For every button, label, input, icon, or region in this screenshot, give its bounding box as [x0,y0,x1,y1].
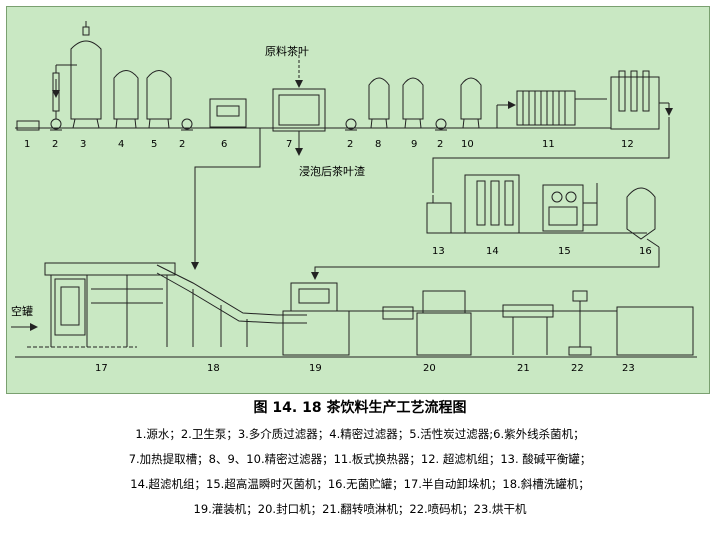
precision-filter-10 [460,77,482,129]
source-water [16,120,40,131]
figure-caption: 图 14. 18 茶饮料生产工艺流程图 [253,400,467,416]
aseptic-tank [626,187,660,248]
depalletizer [11,262,176,348]
number-label: 8 [375,139,381,150]
number-label: 3 [80,139,86,150]
acid-base-tank [426,195,452,234]
number-label: 5 [151,139,157,150]
number-label: 1 [24,139,30,150]
seaming-machine [382,290,472,356]
plate-heat-exchanger [496,90,607,128]
pipeline-branch [191,128,261,270]
precision-filter-9 [402,77,424,129]
number-label: 19 [309,363,322,374]
empty-cans-label: 空罐 [11,304,33,318]
precision-filter-4 [113,70,139,129]
filling-machine [282,282,350,356]
number-label: 22 [571,363,584,374]
dryer [616,306,694,356]
sanitary-pump-3 [345,118,357,131]
number-label: 10 [461,139,474,150]
carbon-filter [146,70,172,129]
inkjet-coder [568,290,592,356]
number-label: 4 [118,139,124,150]
ultrafiltration-unit-14 [464,174,520,234]
number-label: 17 [95,363,108,374]
number-label: 7 [286,139,292,150]
figure-legend: 1.源水；2.卫生泵；3.多介质过滤器；4.精密过滤器；5.活性炭过滤器;6.紫… [10,422,710,522]
number-label: 18 [207,363,220,374]
legend-line: 7.加热提取槽；8、9、10.精密过滤器；11.板式换热器；12. 超滤机组；1… [128,452,592,466]
spent-leaves-label: 浸泡后茶叶渣 [299,164,365,178]
diagram-panel: 原料茶叶 浸泡后茶叶渣 空罐 1 2 3 4 5 2 6 7 2 8 9 2 1… [6,6,710,394]
raw-tea-label: 原料茶叶 [265,44,309,58]
legend-line: 19.灌装机；20.封口机；21.翻转喷淋机；22.喷码机；23.烘干机 [193,502,527,516]
flip-spray-machine [502,304,554,355]
legend-line: 1.源水；2.卫生泵；3.多介质过滤器；4.精密过滤器；5.活性炭过滤器;6.紫… [135,427,585,441]
inclined-can-washer [156,264,307,347]
uht-sterilizer [542,183,598,232]
precision-filter-8 [368,77,390,129]
ultrafiltration-unit-12 [610,70,673,130]
legend-line: 14.超滤机组；15.超高温瞬时灭菌机；16.无菌贮罐；17.半自动卸垛机；18… [130,477,590,491]
pipeline-to-row2 [432,117,670,193]
number-label: 21 [517,363,530,374]
number-label: 13 [432,246,445,257]
number-label: 16 [639,246,652,257]
number-label: 9 [411,139,417,150]
flow-meter [52,64,77,119]
number-label: 2 [347,139,353,150]
number-label: 2 [179,139,185,150]
sanitary-pump-2 [181,118,193,131]
sanitary-pump-4 [435,118,447,131]
diagram-labels: 原料茶叶 浸泡后茶叶渣 空罐 1 2 3 4 5 2 6 7 2 8 9 2 1… [11,44,652,374]
number-label: 6 [221,139,227,150]
uv-sterilizer [209,98,247,128]
pipeline-to-row3 [311,247,660,280]
number-label: 2 [52,139,58,150]
number-label: 11 [542,139,555,150]
number-label: 14 [486,246,499,257]
number-label: 15 [558,246,571,257]
number-label: 2 [437,139,443,150]
multimedia-filter [70,21,102,129]
number-label: 23 [622,363,635,374]
number-label: 12 [621,139,634,150]
number-label: 20 [423,363,436,374]
process-flow-diagram [11,21,697,358]
